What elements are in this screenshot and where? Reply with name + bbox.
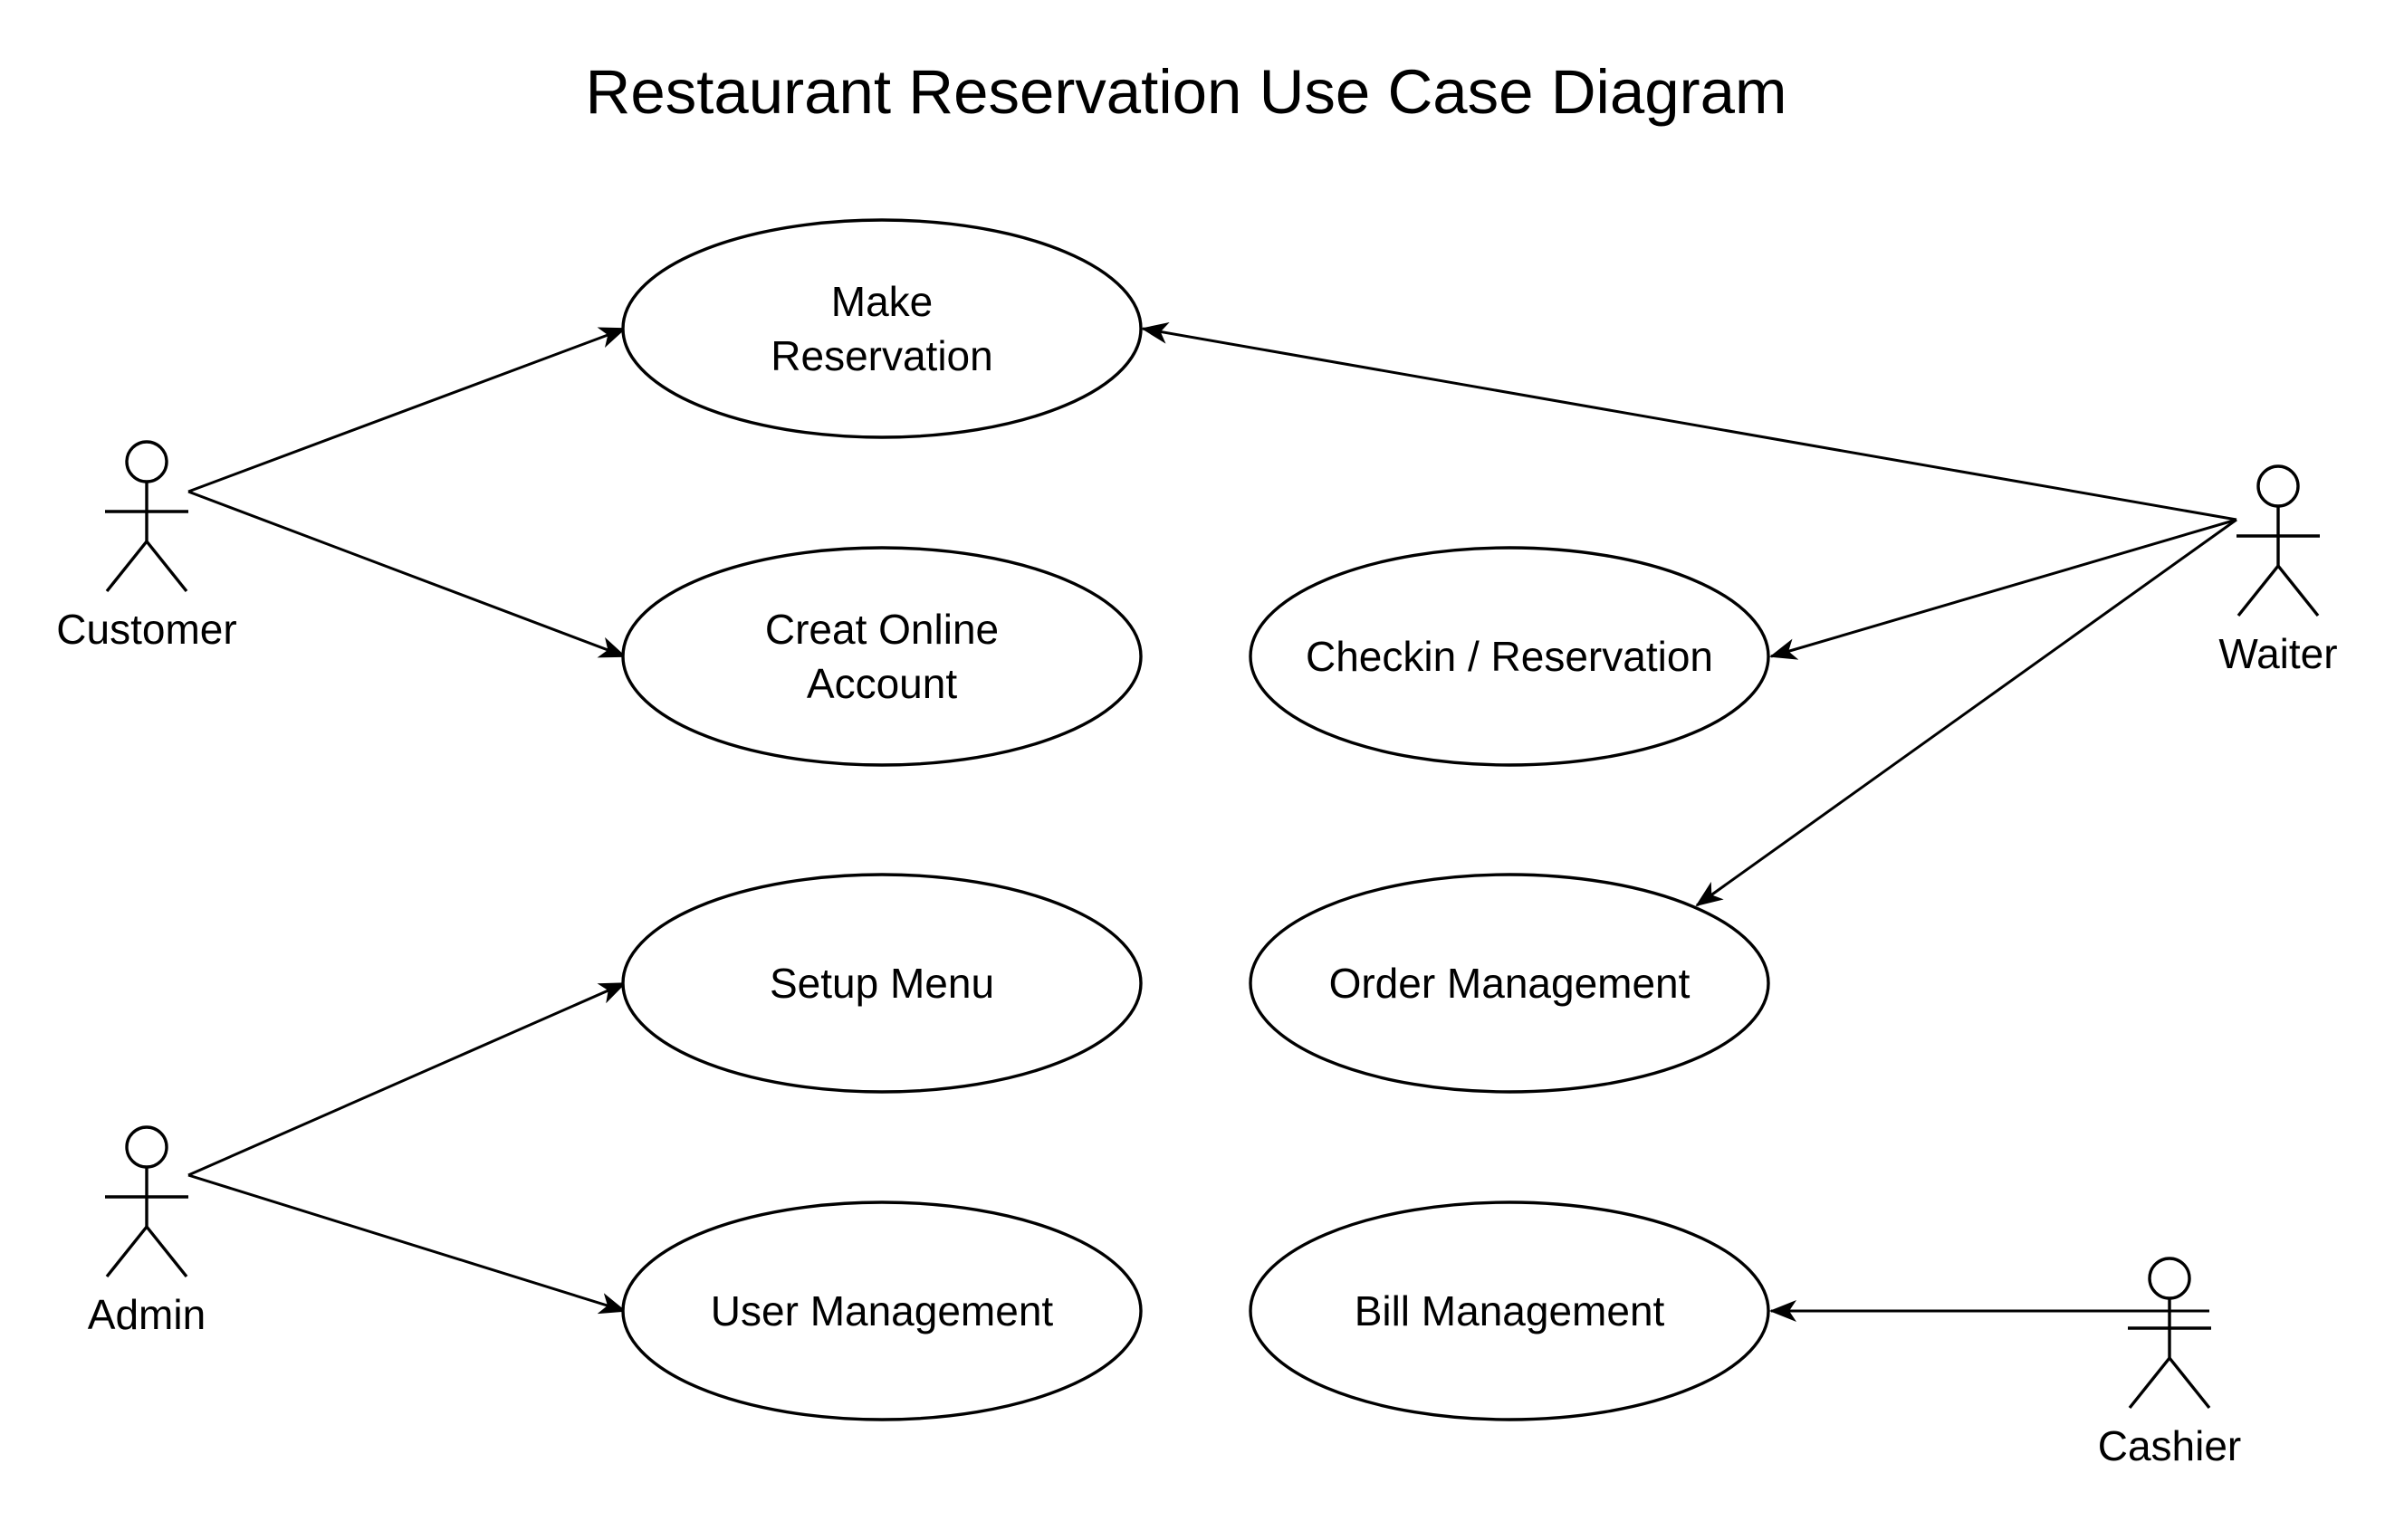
- actor-admin[interactable]: Admin: [88, 1125, 206, 1338]
- use-case-setup-menu[interactable]: Setup Menu: [621, 873, 1143, 1094]
- use-case-ellipse: [621, 218, 1143, 439]
- actor-figure-icon: [105, 1125, 188, 1278]
- associations: [187, 321, 2237, 1322]
- use-case-label: Account: [807, 660, 957, 707]
- use-case-user-management[interactable]: User Management: [621, 1200, 1143, 1421]
- diagram-title: Restaurant Reservation Use Case Diagram: [586, 57, 1787, 127]
- actor-waiter[interactable]: Waiter: [2218, 464, 2338, 677]
- use-case-ellipse: [1249, 873, 1770, 1094]
- actor-figure-icon: [105, 440, 188, 593]
- actor-customer[interactable]: Customer: [56, 440, 237, 653]
- use-case-label: Bill Management: [1355, 1287, 1665, 1334]
- association-waiter-to-order_management: [1695, 518, 2237, 907]
- use-case-ellipse: [621, 546, 1143, 767]
- use-case-label: Order Management: [1329, 960, 1691, 1007]
- actor-figure-icon: [2128, 1257, 2211, 1410]
- use-case-ellipse: [1249, 546, 1770, 767]
- use-case-order-management[interactable]: Order Management: [1249, 873, 1770, 1094]
- actor-figure-icon: [2237, 464, 2320, 617]
- association-waiter-to-checkin_reservation: [1769, 518, 2237, 660]
- use-case-checkin-reservation[interactable]: Checkin / Reservation: [1249, 546, 1770, 767]
- actor-name: Cashier: [2098, 1422, 2242, 1469]
- actor-name: Customer: [56, 606, 236, 653]
- use-case-label: User Management: [711, 1287, 1054, 1334]
- use-case-ellipse: [1249, 1200, 1770, 1421]
- association-waiter-to-make_reservation: [1141, 321, 2237, 521]
- association-admin-to-user_management: [187, 1173, 627, 1315]
- association-customer-to-make_reservation: [187, 327, 627, 493]
- use-case-ellipse: [621, 873, 1143, 1094]
- actor-name: Admin: [88, 1291, 206, 1338]
- use-case-ellipse: [621, 1200, 1143, 1421]
- use-case-label: Setup Menu: [770, 960, 994, 1007]
- use-case-label: Checkin / Reservation: [1306, 633, 1713, 680]
- actor-name: Waiter: [2218, 630, 2337, 677]
- use-case-bill-management[interactable]: Bill Management: [1249, 1200, 1770, 1421]
- use-case-label: Reservation: [771, 332, 992, 379]
- use-case-label: Creat Online: [765, 606, 999, 653]
- use-case-label: Make: [831, 278, 933, 325]
- actor-cashier[interactable]: Cashier: [2098, 1257, 2242, 1469]
- association-admin-to-setup_menu: [187, 981, 627, 1177]
- association-customer-to-create_online_account: [187, 490, 627, 658]
